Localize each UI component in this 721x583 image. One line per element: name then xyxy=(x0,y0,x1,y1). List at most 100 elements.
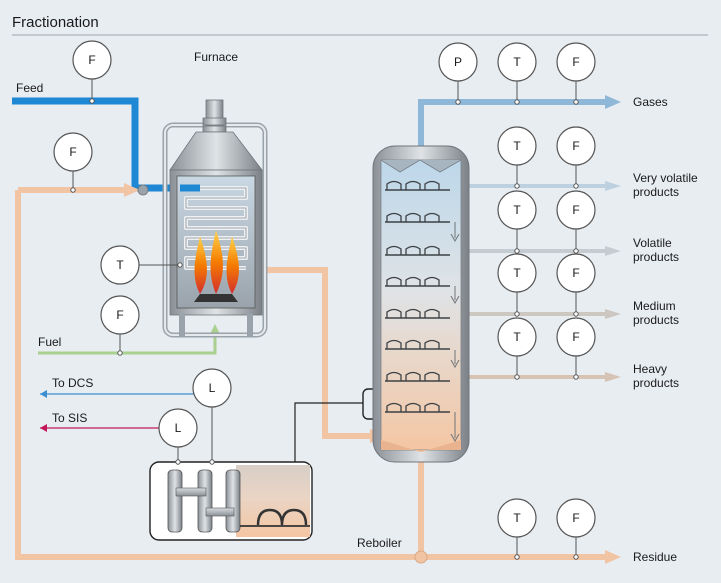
instrument-tap xyxy=(117,350,123,356)
instrument-bubble xyxy=(556,126,596,166)
instrument-tap xyxy=(573,99,579,105)
instrument-level-sis: L xyxy=(158,408,198,465)
sis-signal-arrow xyxy=(40,424,47,432)
column-tray xyxy=(385,308,450,319)
flame-left xyxy=(194,236,207,294)
level-link-line xyxy=(294,402,363,462)
instrument-residue-flow: F xyxy=(556,498,596,560)
output-gases-label: Gases xyxy=(633,95,668,109)
instrument-furnace-temp: T xyxy=(100,245,183,285)
instrument-tap xyxy=(89,98,95,104)
instrument-bubble xyxy=(100,245,140,285)
furnace-label: Furnace xyxy=(194,50,238,64)
instrument-letter: F xyxy=(572,511,579,525)
instrument-residue-temp: T xyxy=(497,498,537,560)
instrument-letter: F xyxy=(572,266,579,280)
column-tray xyxy=(385,180,450,191)
instrument-medium-flow: F xyxy=(556,253,596,317)
instrument-volatile-flow: F xyxy=(556,190,596,254)
instrument-tap xyxy=(209,459,215,465)
to-dcs-label: To DCS xyxy=(52,376,93,390)
instrument-tap xyxy=(177,262,183,268)
instrument-letter: P xyxy=(454,55,462,69)
instrument-bubble xyxy=(192,368,232,408)
very-volatile-arrow xyxy=(605,181,621,191)
instrument-tap xyxy=(573,248,579,254)
instrument-letter: L xyxy=(175,421,182,435)
instrument-bubble xyxy=(53,132,93,172)
instrument-bubble xyxy=(497,126,537,166)
medium-arrow xyxy=(605,309,621,319)
instrument-letter: F xyxy=(116,308,123,322)
instrument-tap xyxy=(573,183,579,189)
instrument-tap xyxy=(514,183,520,189)
instrument-letter: T xyxy=(513,330,521,344)
instrument-letter: F xyxy=(69,145,76,159)
instrument-letter: F xyxy=(88,53,95,67)
column-tray xyxy=(385,276,450,287)
instrument-bubble xyxy=(556,317,596,357)
instrument-tap xyxy=(514,248,520,254)
instrument-tap xyxy=(514,311,520,317)
instrument-feed-flow: F xyxy=(72,40,112,104)
instrument-bubble xyxy=(497,190,537,230)
instrument-heavy-flow: F xyxy=(556,317,596,380)
instrument-tap xyxy=(70,187,76,193)
column-tray xyxy=(385,245,450,256)
feed-line xyxy=(12,97,170,192)
instrument-letter: F xyxy=(572,139,579,153)
instrument-tap xyxy=(514,99,520,105)
volatile-arrow xyxy=(605,246,621,256)
instrument-bubble xyxy=(497,253,537,293)
instrument-tap xyxy=(514,374,520,380)
diagram-title: Fractionation xyxy=(12,14,99,31)
reboiler-label: Reboiler xyxy=(357,536,402,550)
instrument-bubble xyxy=(497,42,537,82)
instrument-tap xyxy=(573,554,579,560)
fuel-arrow xyxy=(210,324,220,334)
to-sis-label: To SIS xyxy=(52,411,87,425)
instrument-letter: T xyxy=(513,203,521,217)
column-trays xyxy=(385,180,450,413)
instrument-bubble xyxy=(497,498,537,538)
instrument-letter: F xyxy=(572,330,579,344)
instrument-letter: T xyxy=(513,511,521,525)
instrument-medium-temp: T xyxy=(497,253,537,317)
instrument-tap xyxy=(175,459,181,465)
instrument-gases-pressure: P xyxy=(438,42,478,105)
instrument-very-volatile-temp: T xyxy=(497,126,537,189)
instrument-letter: T xyxy=(513,55,521,69)
instrument-letter: L xyxy=(209,381,216,395)
output-residue-label: Residue xyxy=(633,550,677,564)
fractionation-column xyxy=(372,145,470,463)
heavy-arrow xyxy=(605,372,621,382)
instrument-bubble xyxy=(556,253,596,293)
reboiler xyxy=(149,461,313,541)
fuel-line xyxy=(38,330,217,355)
instrument-gases-temp: T xyxy=(497,42,537,105)
feed-label: Feed xyxy=(16,81,43,95)
instrument-bubble xyxy=(158,408,198,448)
flame-right xyxy=(226,236,239,294)
column-tray xyxy=(385,339,450,350)
instrument-bubble xyxy=(497,317,537,357)
gases-line xyxy=(418,99,605,150)
instrument-bubble xyxy=(438,42,478,82)
instrument-letter: F xyxy=(572,55,579,69)
furnace xyxy=(137,99,268,338)
instrument-fuel-flow: F xyxy=(100,295,140,356)
residue-arrow xyxy=(605,550,621,564)
instrument-bubble xyxy=(72,40,112,80)
instrument-recycle-flow: F xyxy=(53,132,93,193)
instrument-bubble xyxy=(556,190,596,230)
instrument-letter: T xyxy=(513,266,521,280)
flame-center xyxy=(210,230,223,294)
recycle-arrow xyxy=(124,183,140,197)
instrument-tap xyxy=(573,311,579,317)
column-tray xyxy=(385,371,450,382)
